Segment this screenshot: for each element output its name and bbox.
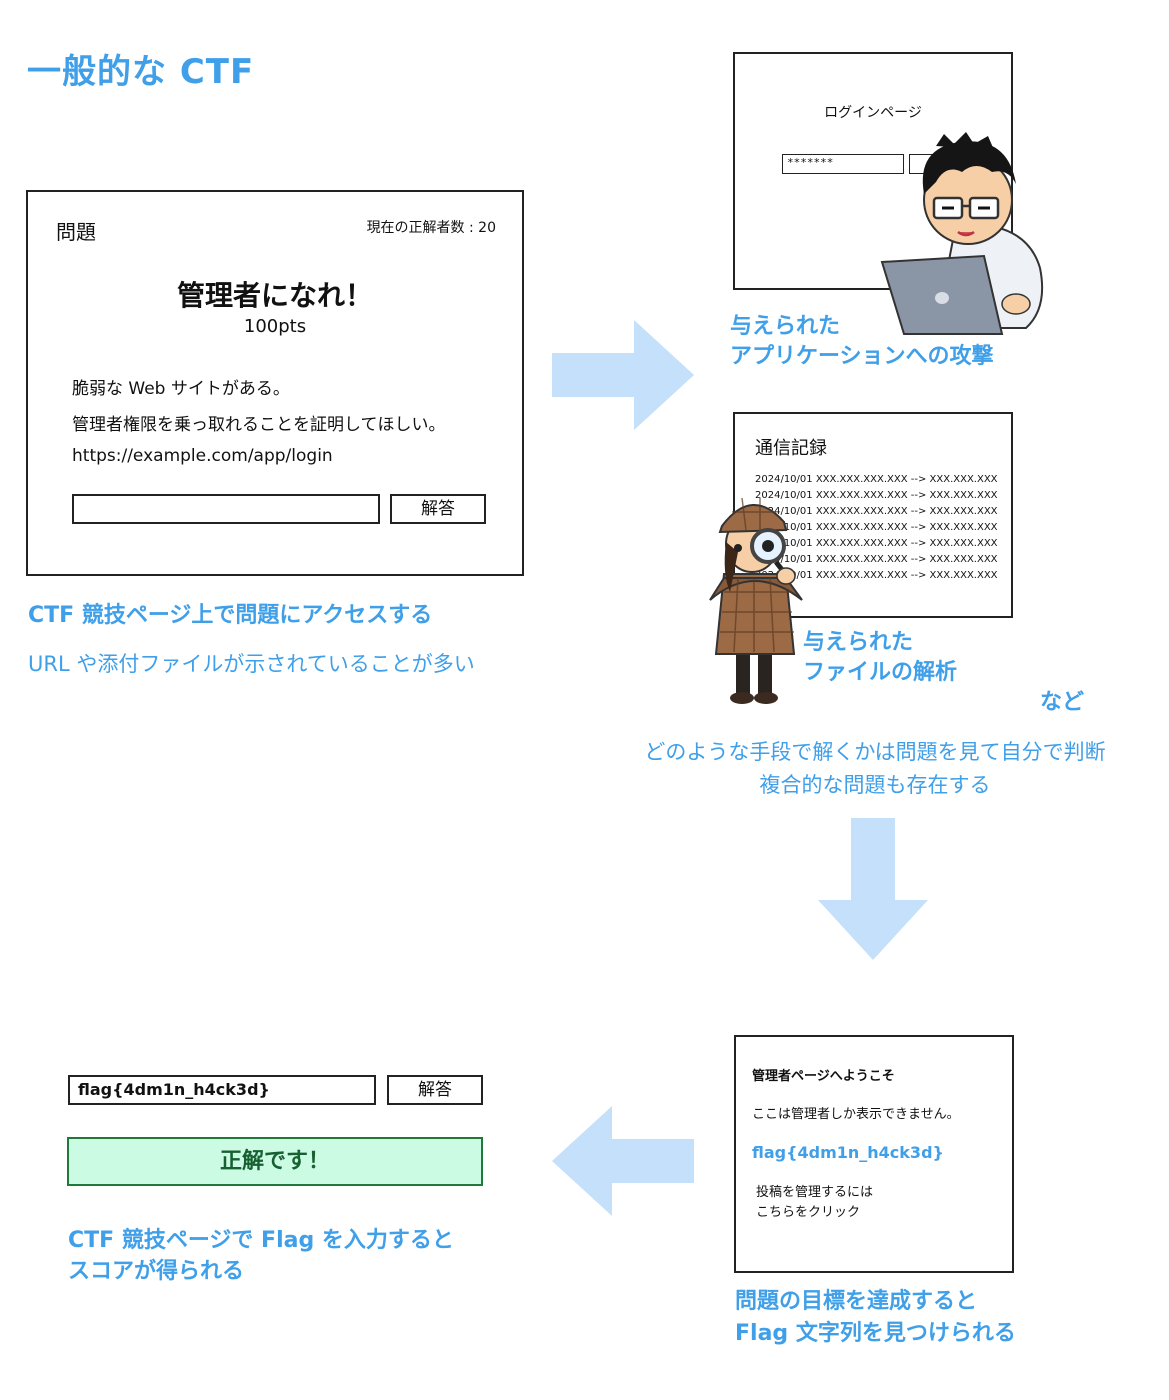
problem-description-2: 管理者権限を乗っ取れることを証明してほしい。 (72, 415, 446, 435)
step1-caption-sub: URL や添付ファイルが示されていることが多い (28, 652, 475, 676)
answer-input[interactable] (72, 494, 380, 524)
traffic-log-rows: 2024/10/01 XXX.XXX.XXX.XXX --> XXX.XXX.X… (755, 472, 998, 584)
problem-description-1: 脆弱な Web サイトがある。 (72, 379, 290, 399)
solver-count: 現在の正解者数 : 20 (366, 220, 496, 236)
file-caption-2: ファイルの解析 (803, 660, 958, 685)
success-message: 正解です！ (219, 1149, 330, 1174)
judge-line-2: 複合的な問題も存在する (759, 773, 991, 797)
score-caption-2: スコアが得られる (68, 1259, 245, 1284)
traffic-log-box: 通信記録 2024/10/01 XXX.XXX.XXX.XXX --> XXX.… (733, 412, 1013, 618)
arrow-left-icon (552, 1106, 694, 1216)
admin-click-link[interactable]: こちらをクリック (756, 1205, 861, 1220)
flag-input[interactable]: flag{4dm1n_h4ck3d} (68, 1075, 376, 1105)
page-title: 一般的な CTF (27, 52, 255, 92)
arrow-right-icon (552, 320, 694, 430)
password-field[interactable]: ******* (782, 154, 904, 174)
attack-caption-2: アプリケーションへの攻撃 (730, 344, 994, 369)
log-row: 2024/10/01 XXX.XXX.XXX.XXX --> XXX.XXX.X… (755, 490, 998, 501)
log-row: 2024/10/01 XXX.XXX.XXX.XXX --> XXX.XXX.X… (755, 554, 998, 565)
problem-card: 問題 現在の正解者数 : 20 管理者になれ！ 100pts 脆弱な Web サ… (26, 190, 524, 576)
log-row: 2024/10/01 XXX.XXX.XXX.XXX --> XXX.XXX.X… (755, 474, 998, 485)
judge-line-1: どのような手段で解くかは問題を見て自分で判断 (644, 740, 1106, 764)
log-row: 2024/10/01 XXX.XXX.XXX.XXX --> XXX.XXX.X… (755, 538, 998, 549)
admin-page-message: ここは管理者しか表示できません。 (752, 1107, 960, 1122)
login-page-title: ログインページ (824, 105, 922, 121)
admin-page-box: 管理者ページへようこそ ここは管理者しか表示できません。 flag{4dm1n_… (734, 1035, 1014, 1273)
score-caption-1: CTF 競技ページで Flag を入力すると (68, 1228, 454, 1253)
admin-page-title: 管理者ページへようこそ (752, 1069, 895, 1084)
admin-flag: flag{4dm1n_h4ck3d} (752, 1143, 944, 1162)
admin-post-text: 投稿を管理するには (756, 1185, 874, 1200)
problem-points: 100pts (243, 316, 307, 337)
success-banner: 正解です！ (67, 1137, 483, 1186)
step1-caption-title: CTF 競技ページ上で問題にアクセスする (28, 603, 433, 628)
answer-button[interactable]: 解答 (390, 494, 486, 524)
detective-illustration (709, 497, 803, 704)
log-row: 2024/10/01 XXX.XXX.XXX.XXX --> XXX.XXX.X… (755, 506, 998, 517)
goal-caption-1: 問題の目標を達成すると (735, 1289, 978, 1314)
problem-name: 管理者になれ！ (176, 279, 373, 312)
etc-label: など (1040, 690, 1085, 715)
log-row: 2024/10/01 XXX.XXX.XXX.XXX --> XXX.XXX.X… (755, 570, 998, 581)
hacker-illustration (880, 132, 1044, 335)
file-caption-1: 与えられた (803, 630, 914, 655)
attack-caption-1: 与えられた (730, 314, 841, 339)
goal-caption-2: Flag 文字列を見つけられる (735, 1321, 1016, 1346)
log-row: 2024/10/01 XXX.XXX.XXX.XXX --> XXX.XXX.X… (755, 522, 998, 533)
problem-url[interactable]: https://example.com/app/login (72, 446, 333, 466)
flag-submit-button[interactable]: 解答 (387, 1075, 483, 1105)
arrow-down-icon (818, 818, 928, 960)
traffic-log-title: 通信記録 (755, 438, 827, 459)
problem-heading: 問題 (56, 220, 96, 244)
